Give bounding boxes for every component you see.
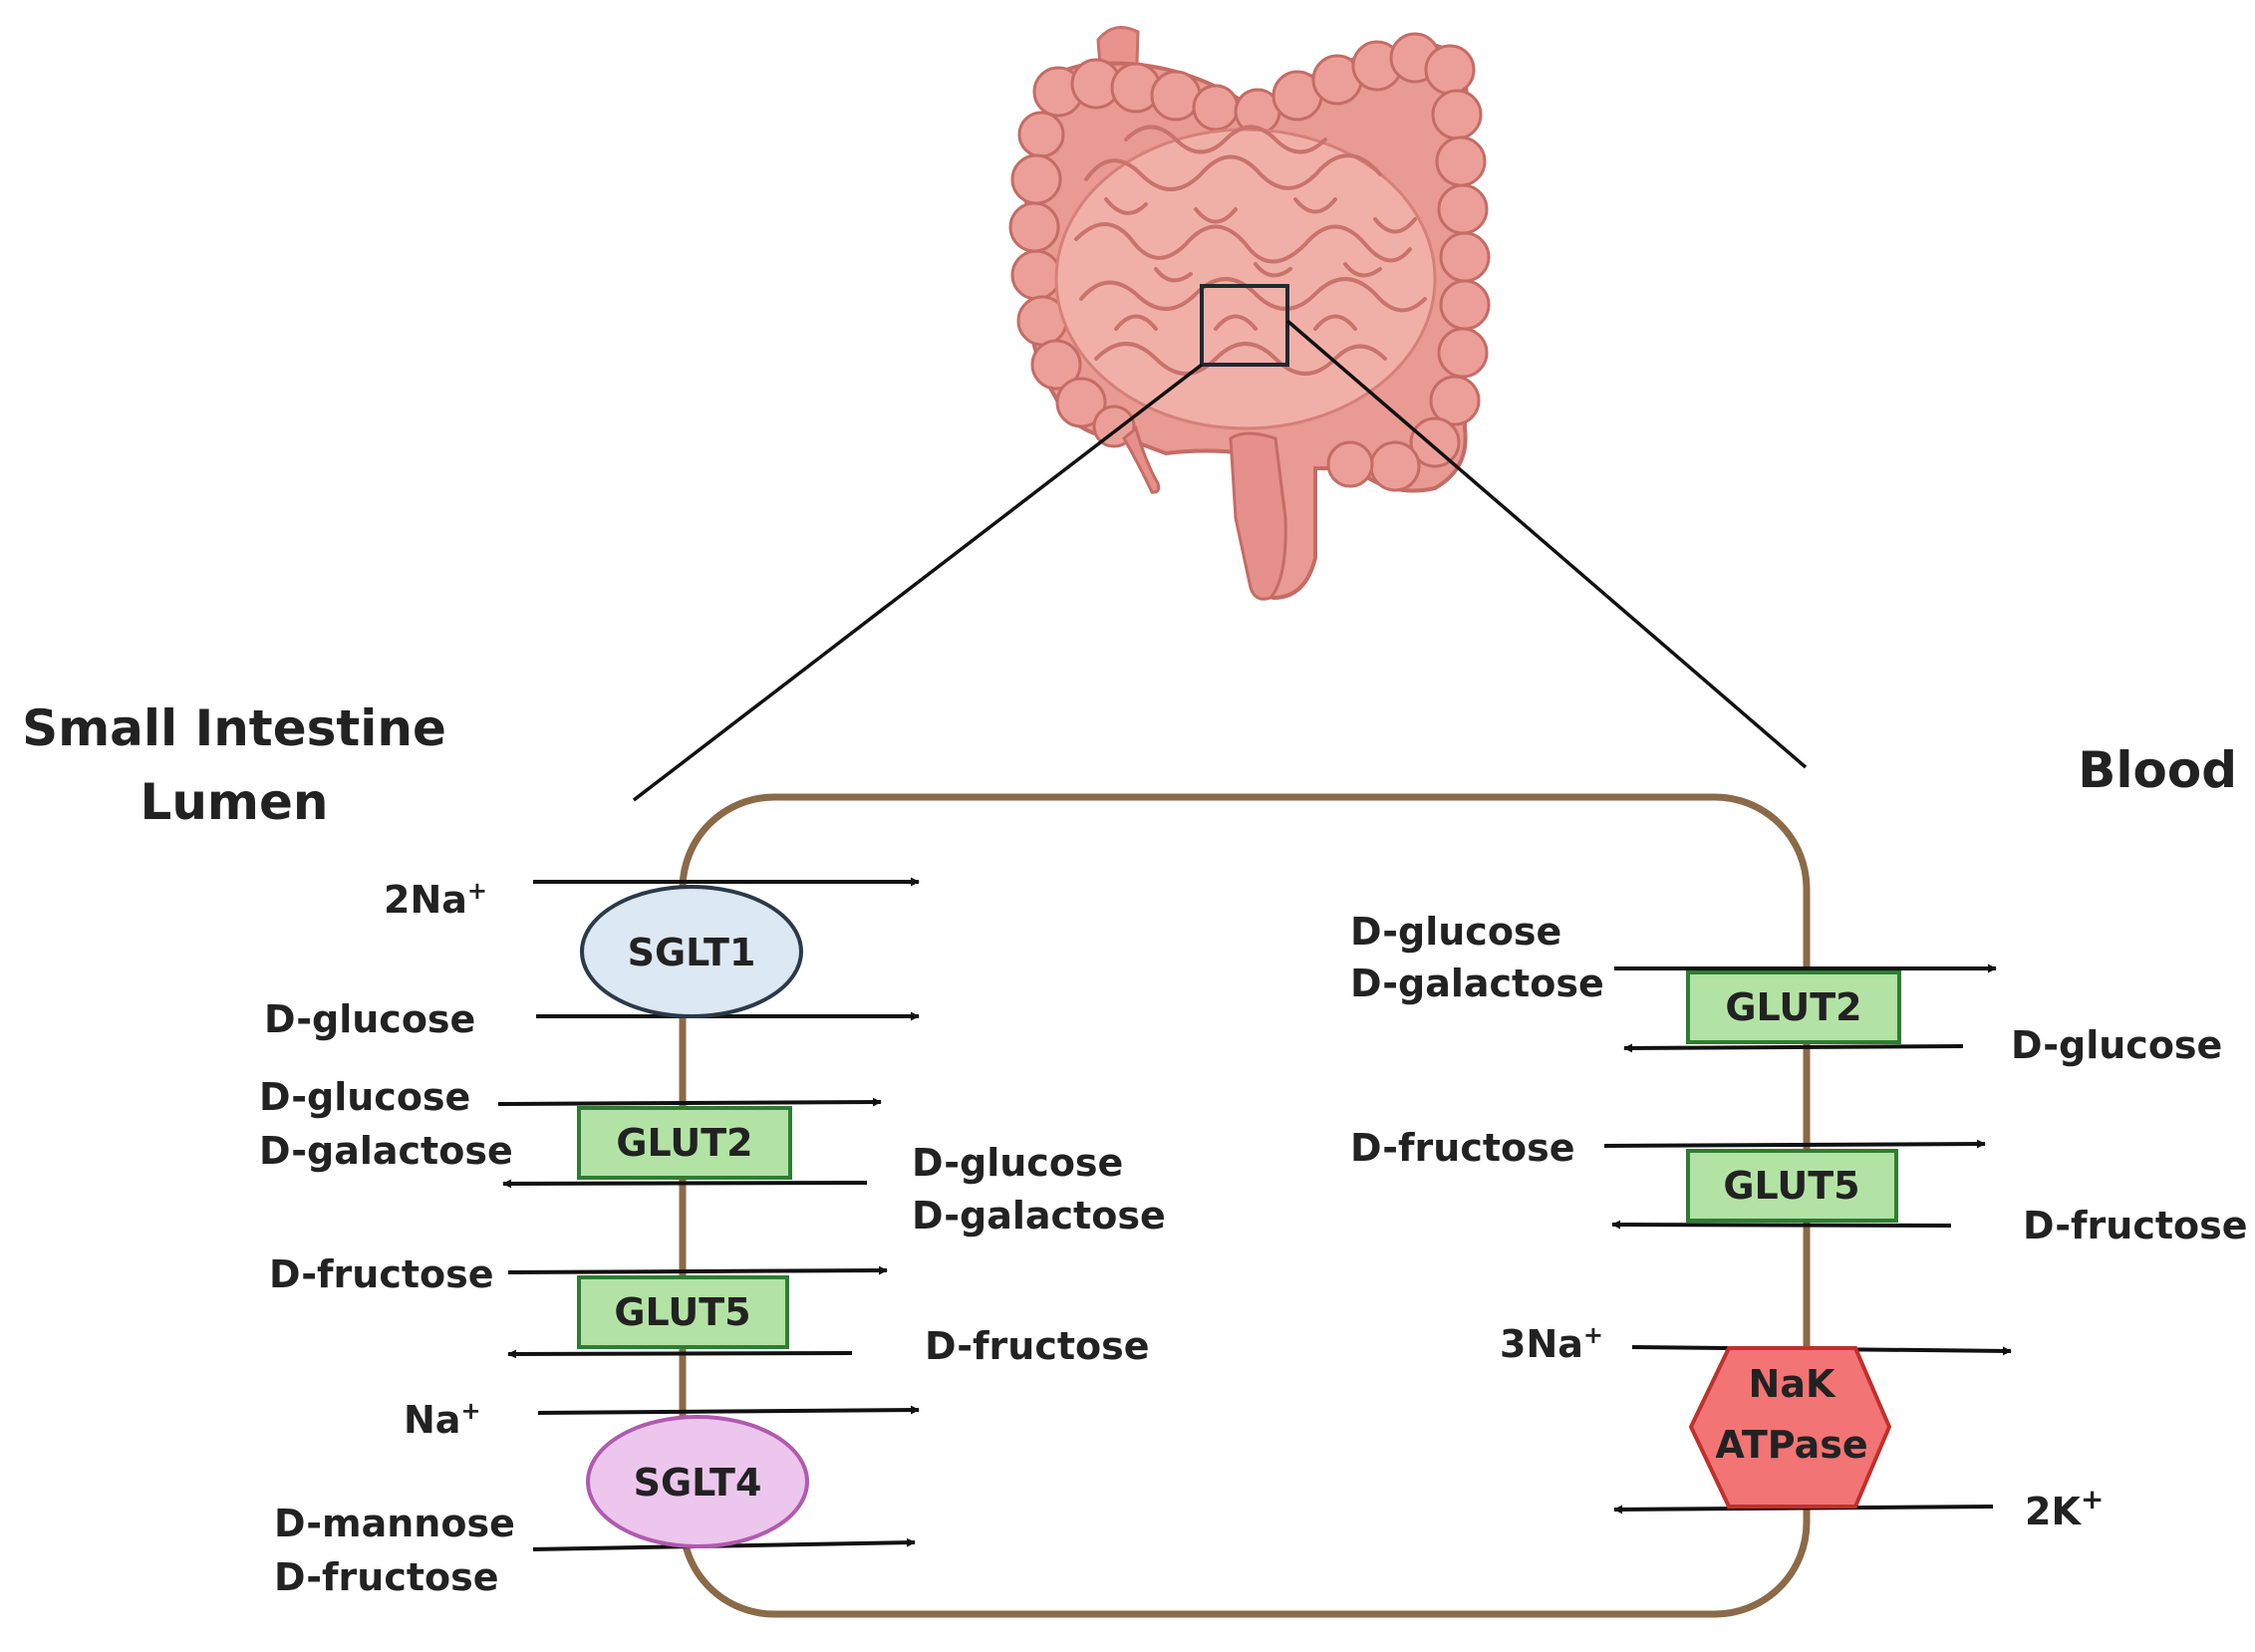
lumen-heading: Small Intestine <box>22 699 446 757</box>
glut5-left-transporter: GLUT5 <box>577 1275 789 1349</box>
arrow-sglt4-sodium <box>537 1405 920 1415</box>
sglt4-transporter: SGLT4 <box>586 1415 809 1548</box>
svg-text:SGLT1: SGLT1 <box>628 931 756 974</box>
glut2-right-out-label: D-glucose <box>2011 1023 2222 1067</box>
arrow-glut2-in <box>497 1097 882 1107</box>
nak-potassium-label: 2K+ <box>2025 1483 2104 1533</box>
svg-text:GLUT5: GLUT5 <box>614 1290 750 1334</box>
zoom-line-right <box>1285 319 1808 769</box>
glut5-right-in-label: D-fructose <box>1350 1126 1575 1170</box>
svg-text:GLUT5: GLUT5 <box>1723 1164 1859 1208</box>
svg-text:GLUT2: GLUT2 <box>616 1121 752 1165</box>
sglt4-substrate-label-2: D-fructose <box>274 1555 499 1599</box>
glut5-right-transporter: GLUT5 <box>1686 1149 1898 1223</box>
glut2-left-in-label-2: D-galactose <box>259 1129 513 1173</box>
glut2-right-in-label-1: D-glucose <box>1350 910 1561 954</box>
sglt1-ion-label: 2Na+ <box>384 877 487 922</box>
glut2-right-transporter: GLUT2 <box>1686 970 1901 1044</box>
svg-text:SGLT4: SGLT4 <box>634 1461 762 1505</box>
svg-text:ATPase: ATPase <box>1715 1423 1867 1467</box>
glut5-left-out-label: D-fructose <box>925 1324 1150 1368</box>
sglt1-substrate-label: D-glucose <box>264 997 475 1041</box>
enterocyte-cell <box>679 793 1811 1618</box>
svg-text:NaK: NaK <box>1749 1362 1836 1406</box>
glut2-left-in-label-1: D-glucose <box>259 1075 470 1119</box>
glut5-left-in-label: D-fructose <box>269 1252 494 1296</box>
glut2-left-out-label-1: D-glucose <box>912 1141 1123 1185</box>
lumen-heading-line2: Lumen <box>140 773 328 831</box>
arrow-glut5-right-out <box>1611 1220 1952 1230</box>
nak-sodium-label: 3Na+ <box>1500 1321 1603 1366</box>
arrow-glut5-right-in <box>1603 1139 1986 1149</box>
zoom-box <box>1200 284 1289 367</box>
blood-heading: Blood <box>2078 741 2237 799</box>
sglt4-substrate-label-1: D-mannose <box>274 1502 515 1545</box>
nak-atpase-pump: NaK ATPase <box>1688 1346 1892 1509</box>
glut2-left-transporter: GLUT2 <box>577 1106 792 1180</box>
sglt4-ion-label: Na+ <box>404 1397 481 1442</box>
arrow-glut5-out <box>507 1349 853 1359</box>
arrow-glut2-out <box>502 1179 868 1189</box>
intestine-illustration <box>1008 26 1491 601</box>
glut2-right-in-label-2: D-galactose <box>1350 962 1604 1005</box>
svg-text:GLUT2: GLUT2 <box>1725 985 1861 1029</box>
glut5-right-out-label: D-fructose <box>2023 1204 2248 1247</box>
arrow-glut5-in <box>507 1265 888 1275</box>
glut2-left-out-label-2: D-galactose <box>912 1194 1166 1238</box>
sglt1-transporter: SGLT1 <box>580 885 803 1018</box>
arrow-glut2-right-out <box>1623 1043 1964 1053</box>
zoom-line-left <box>632 363 1204 802</box>
